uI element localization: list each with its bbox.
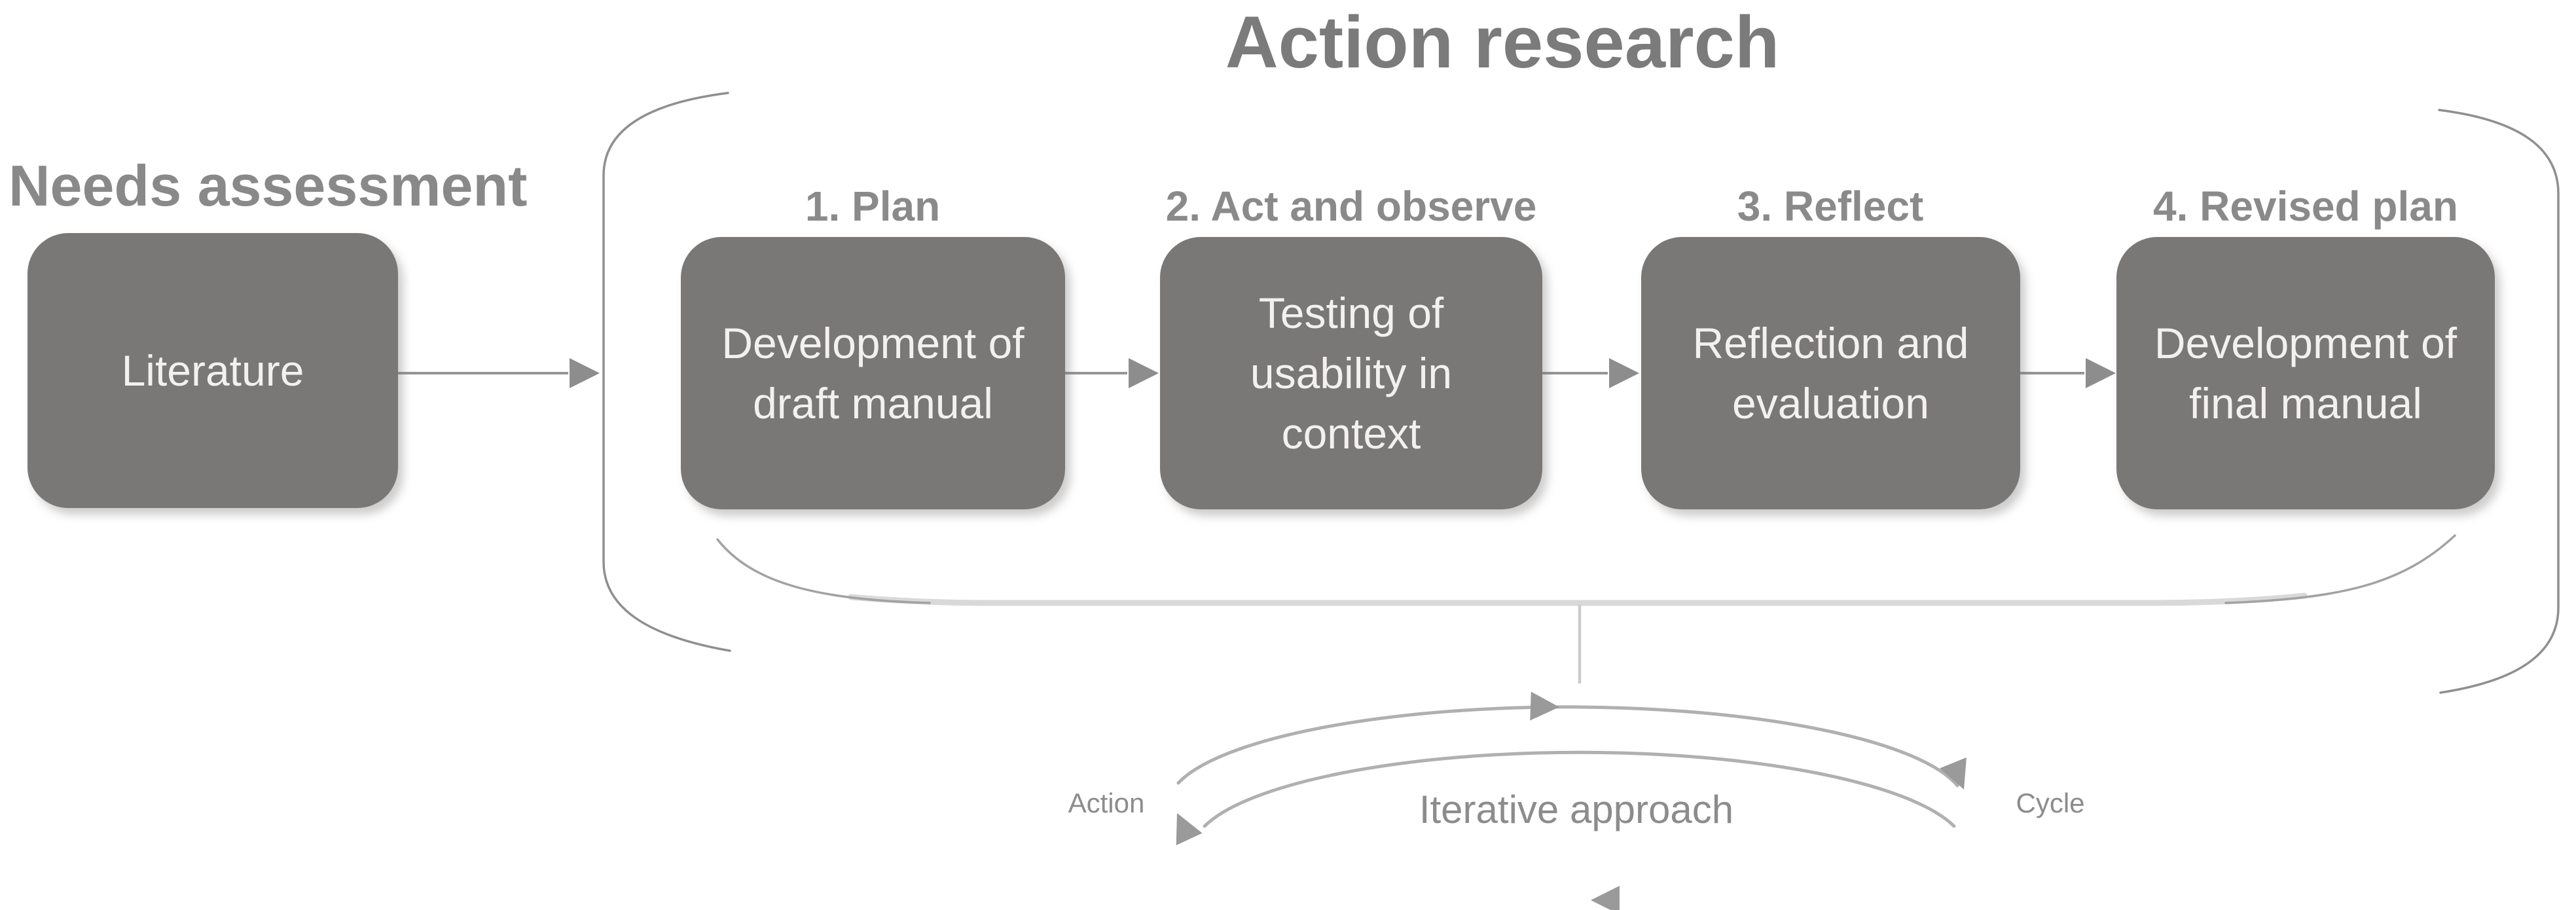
stage-box-line: evaluation — [1732, 379, 1929, 428]
stage-label-reflect: 3. Reflect — [1737, 183, 1924, 230]
stage-box-line: Reflection and — [1692, 319, 1969, 367]
stage-box-line: Development of — [721, 319, 1025, 367]
stage-box-draft-manual: Development of draft manual — [681, 237, 1065, 509]
cycle-brace-light — [848, 592, 2308, 606]
arrow-literature-to-cycle — [398, 358, 600, 388]
cycle-brace-right-tip — [2224, 534, 2456, 604]
iterative-approach-label: Iterative approach — [1419, 788, 1734, 831]
needs-assessment-label: Needs assessment — [9, 153, 528, 218]
stage-box-line: draft manual — [753, 379, 993, 428]
stage-box-final-manual: Development of final manual — [2116, 237, 2495, 509]
stage-box-line: context — [1281, 409, 1421, 458]
arrow-plan-to-act — [1065, 358, 1159, 388]
page-title: Action research — [1225, 1, 1780, 83]
stage-box-line: usability in — [1250, 349, 1453, 397]
left-bracket — [602, 92, 731, 652]
arrow-act-to-reflect — [1542, 358, 1639, 388]
right-bracket — [2438, 109, 2560, 694]
cycle-label: Cycle — [2016, 788, 2085, 818]
iteration-arrowhead-bottom-icon — [1591, 886, 1620, 910]
arrowhead-icon — [2086, 358, 2116, 388]
stage-box-line: final manual — [2189, 379, 2422, 428]
iteration-arrowhead-left-icon — [1176, 813, 1203, 846]
iteration-bottom-arc — [1203, 750, 1956, 828]
stage-label-plan: 1. Plan — [805, 183, 941, 230]
stage-label-act-and-observe: 2. Act and observe — [1165, 183, 1537, 230]
stage-box-reflection-evaluation: Reflection and evaluation — [1641, 237, 2020, 509]
arrow-reflect-to-revised — [2020, 358, 2116, 388]
action-label: Action — [1068, 788, 1145, 818]
arrowhead-icon — [1129, 358, 1159, 388]
literature-box: Literature — [27, 233, 398, 508]
stage-box-line: Development of — [2154, 319, 2458, 367]
arrowhead-icon — [1609, 358, 1639, 388]
stage-box-usability-testing: Testing of usability in context — [1160, 237, 1542, 509]
iteration-arrowhead-right-icon — [1940, 757, 1967, 790]
cycle-brace-left-tip — [716, 538, 931, 604]
iteration-arrowhead-top-icon — [1530, 691, 1559, 721]
stage-label-revised-plan: 4. Revised plan — [2153, 183, 2458, 230]
arrowhead-icon — [570, 358, 600, 388]
stage-box-line: Testing of — [1258, 289, 1444, 337]
literature-box-label: Literature — [121, 346, 304, 395]
iteration-top-arc — [1176, 705, 1959, 788]
